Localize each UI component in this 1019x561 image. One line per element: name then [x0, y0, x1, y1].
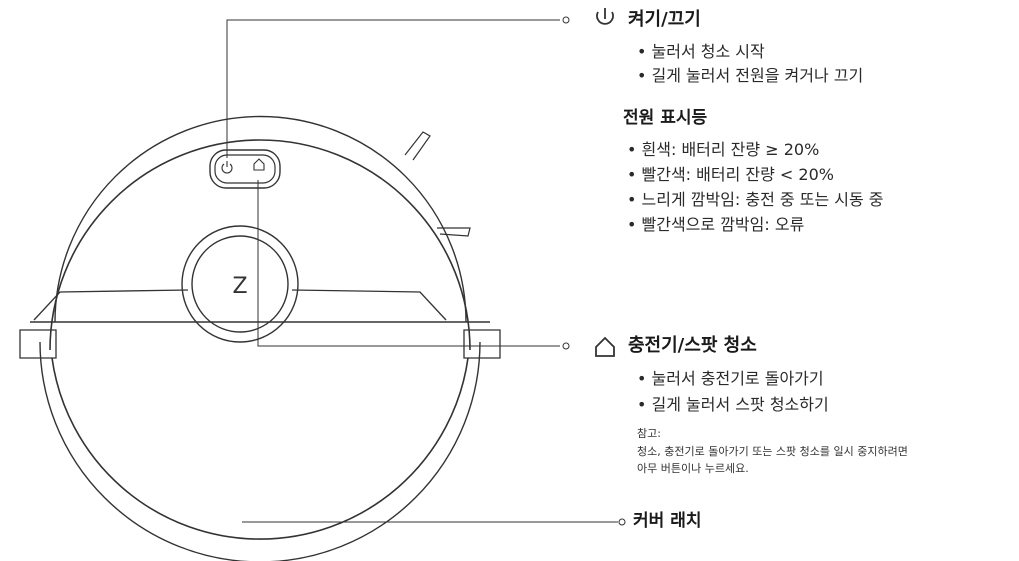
left-bar	[33, 289, 189, 321]
note-line-1: 청소, 충전기로 돌아가기 또는 스팟 청소를 일시 중지하려면	[637, 445, 908, 458]
indicator-title: 전원 표시등	[623, 108, 708, 128]
home-item-1: • 눌러서 충전기로 돌아가기	[637, 369, 824, 388]
robot-power-button-icon[interactable]	[221, 163, 233, 174]
cover-lower-arc	[39, 341, 481, 561]
power-title: 켜기/끄기	[628, 9, 701, 30]
robot-outer-shell	[49, 139, 471, 351]
power-item-1: • 눌러서 청소 시작	[637, 42, 765, 61]
note-label: 참고:	[637, 427, 661, 440]
right-notch	[463, 329, 501, 359]
lidar-cap	[191, 235, 289, 333]
indicator-item-3: • 느리게 깜박임: 충전 중 또는 시동 중	[627, 190, 884, 209]
side-brush-arm	[437, 227, 471, 237]
home-icon	[595, 336, 615, 357]
power-callout-line	[226, 19, 560, 158]
indicator-item-4: • 빨간색으로 깜박임: 오류	[627, 215, 805, 234]
robot-top-cover	[54, 115, 467, 323]
button-panel-outer	[209, 149, 281, 189]
indicator-item-2: • 빨간색: 배터리 잔량 < 20%	[627, 165, 834, 184]
right-bar	[291, 289, 447, 321]
lidar-ring-outer	[181, 225, 299, 343]
note-line-2: 아무 버튼이나 누르세요.	[637, 462, 749, 475]
button-panel-inner	[214, 154, 276, 184]
latch-title: 커버 래치	[633, 511, 702, 531]
home-callout-line	[257, 180, 560, 347]
power-callout-dot	[562, 16, 570, 24]
home-title: 충전기/스팟 청소	[628, 335, 757, 356]
indicator-item-1: • 흰색: 배터리 잔량 ≥ 20%	[627, 140, 820, 159]
home-item-2: • 길게 눌러서 스팟 청소하기	[637, 395, 829, 414]
latch-callout-dot	[618, 518, 626, 526]
robot-home-button-icon[interactable]	[253, 158, 265, 171]
home-callout-dot	[562, 342, 570, 350]
power-item-2: • 길게 눌러서 전원을 켜거나 끄기	[637, 66, 864, 85]
robot-logo: Z	[232, 274, 247, 299]
side-brush-arm	[404, 131, 431, 161]
power-icon	[596, 11, 614, 25]
robot-outer-shell-bottom	[51, 357, 469, 540]
left-notch	[19, 329, 57, 359]
